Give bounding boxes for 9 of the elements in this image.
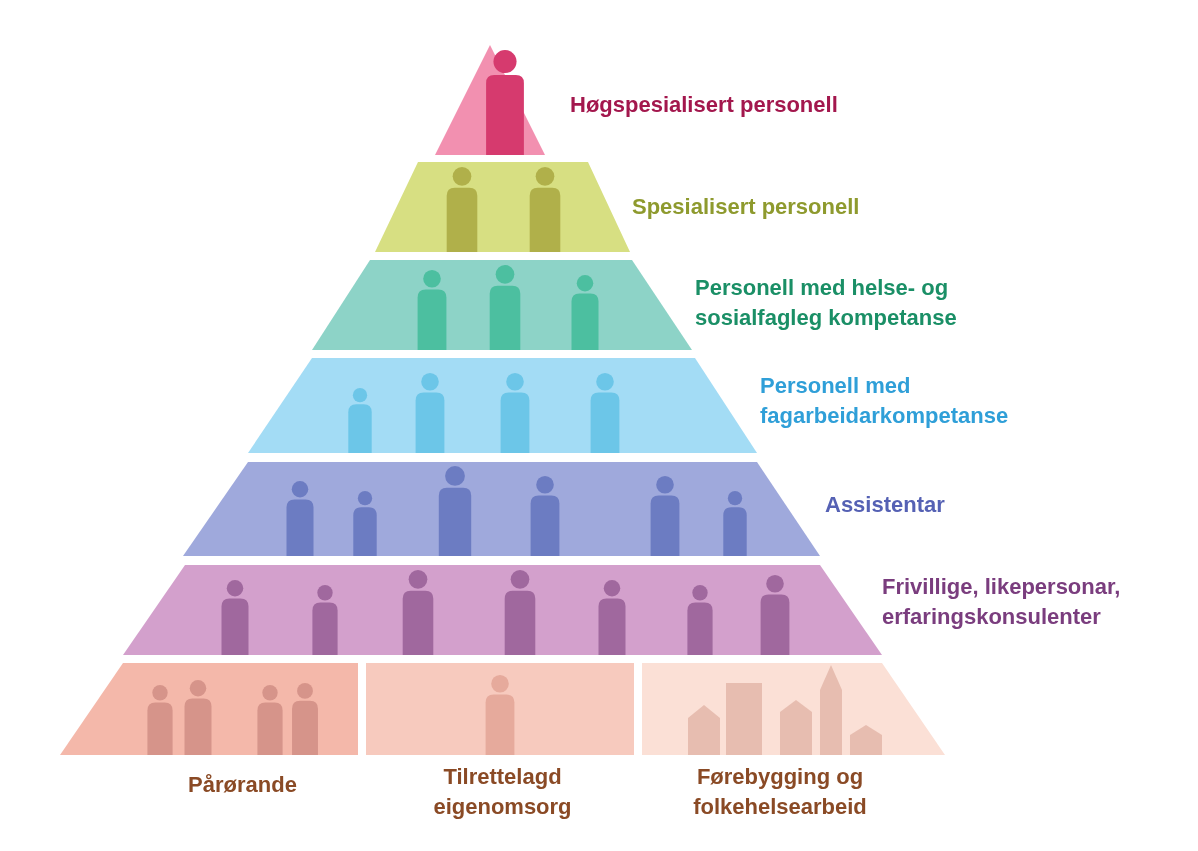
tier-label: Frivillige, likepersonar, erfaringskonsulenter	[882, 573, 1122, 631]
tier-label: Personell med fagarbeidarkompetanse	[760, 372, 1010, 430]
tier-label: Førebygging og folkehelsearbeid	[692, 763, 868, 821]
tier-label: Spesialisert personell	[632, 193, 861, 221]
tier-label: Høgspesialisert personell	[570, 91, 839, 119]
tier-label: Pårørande	[187, 771, 298, 799]
tier-label: Assistentar	[825, 491, 946, 519]
tier-label: Personell med helse- og sosialfagleg kompetanse	[695, 274, 958, 332]
tier-label: Tilrettelagd eigenomsorg	[432, 763, 573, 821]
